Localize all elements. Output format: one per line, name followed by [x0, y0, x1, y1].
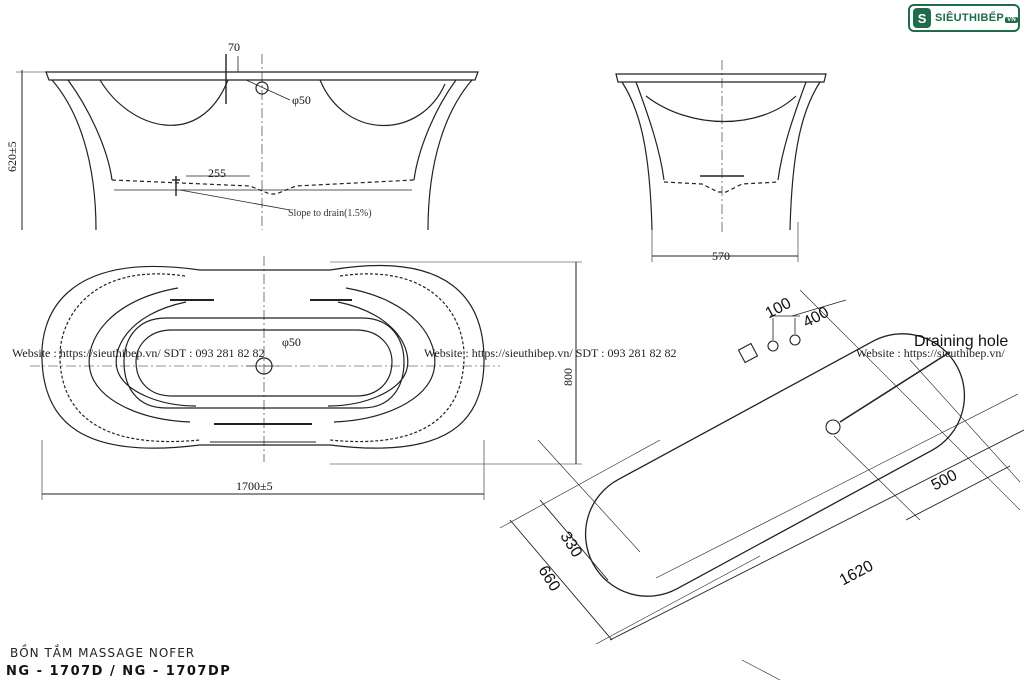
dim-1620-line [609, 429, 1024, 641]
logo-mark-icon: S [913, 8, 932, 28]
side-inner-left [67, 79, 113, 181]
side-outer-left [51, 79, 97, 231]
side-rim [45, 71, 479, 81]
top-inner-basin [123, 317, 405, 409]
top-backrest-right-2 [327, 301, 409, 407]
iso-ext-a [499, 439, 661, 529]
top-right-lobe-inner [329, 273, 465, 443]
install-layout-view [499, 289, 1024, 681]
top-drain-label: φ50 [282, 335, 301, 349]
top-left-lobe-inner [59, 273, 201, 443]
iso-ext-top [799, 289, 1021, 511]
watermark-right: Website : https://sieuthibep.vn/ [856, 346, 1005, 360]
dim-70-label: 70 [228, 40, 240, 54]
iso-400-line [791, 299, 847, 317]
dim-330-line [539, 499, 609, 581]
iso-plate [737, 342, 759, 364]
watermark-left: Website : https://sieuthibep.vn/ SDT : 0… [12, 346, 265, 360]
side-elevation-view [16, 54, 479, 231]
top-backrest-right-1 [333, 287, 436, 423]
side-inner-right [413, 79, 457, 181]
iso-ext-bottom [741, 659, 781, 681]
dim-660-label: 660 [535, 563, 564, 595]
side-drain-leader [245, 79, 291, 101]
dim-1620-label: 1620 [837, 558, 876, 590]
product-title: BỒN TẮM MASSAGE NOFER [10, 646, 196, 660]
iso-drain-leader [839, 351, 951, 423]
side-drain-label: φ50 [292, 93, 311, 107]
end-outer-left [621, 81, 653, 231]
dim-500-ext-a [833, 435, 921, 521]
iso-basin [584, 333, 966, 597]
end-backrest [645, 95, 797, 123]
top-inner-basin-2 [135, 329, 393, 397]
iso-drain-circle [825, 419, 841, 435]
end-inner-left [635, 81, 665, 181]
dim-500-line [905, 465, 1011, 521]
top-outer-outline [41, 265, 485, 449]
dim-500-ext-b [909, 359, 1021, 483]
side-drain-circle [255, 81, 269, 95]
iso-ext-b [537, 439, 641, 553]
iso-basin-outline [584, 333, 966, 597]
product-model: NG - 1707D / NG - 1707DP [6, 664, 232, 679]
logo-suffix: VN [1005, 17, 1018, 23]
draining-hole-label: Draining hole [914, 333, 1008, 350]
logo-brand: SIÊUTHIBẾP [935, 12, 1005, 24]
dim-570-label: 570 [712, 249, 730, 263]
dim-660-line [509, 519, 613, 641]
end-elevation-view [615, 60, 827, 262]
slope-leader [179, 189, 291, 211]
side-backrest-right [319, 79, 446, 127]
end-rim [615, 73, 827, 83]
side-outer-right [427, 79, 473, 231]
top-backrest-left-2 [115, 301, 197, 407]
dim-400-label: 400 [800, 304, 832, 332]
watermark-center: Website : https://sieuthibep.vn/ SDT : 0… [424, 346, 677, 360]
side-backrest-left [99, 79, 229, 126]
iso-hole-2 [789, 334, 801, 346]
side-floor [111, 179, 415, 195]
dim-100-label: 100 [763, 295, 795, 323]
dim-1620-ext [655, 393, 1019, 579]
dim-800-label: 800 [561, 368, 575, 386]
end-inner-right [777, 81, 807, 181]
end-outer-right [789, 81, 821, 231]
iso-ext-c [595, 555, 761, 645]
dim-255-label: 255 [208, 166, 226, 180]
end-floor [663, 181, 779, 193]
top-backrest-left-1 [88, 287, 191, 423]
dim-330-label: 330 [557, 529, 586, 561]
dim-height-label: 620±5 [5, 141, 19, 172]
slope-note: Slope to drain(1.5%) [288, 208, 372, 219]
dim-500-label: 500 [929, 467, 961, 495]
dim-1700-label: 1700±5 [236, 479, 273, 493]
top-plan-view [30, 256, 582, 500]
iso-hole-1 [767, 340, 779, 352]
